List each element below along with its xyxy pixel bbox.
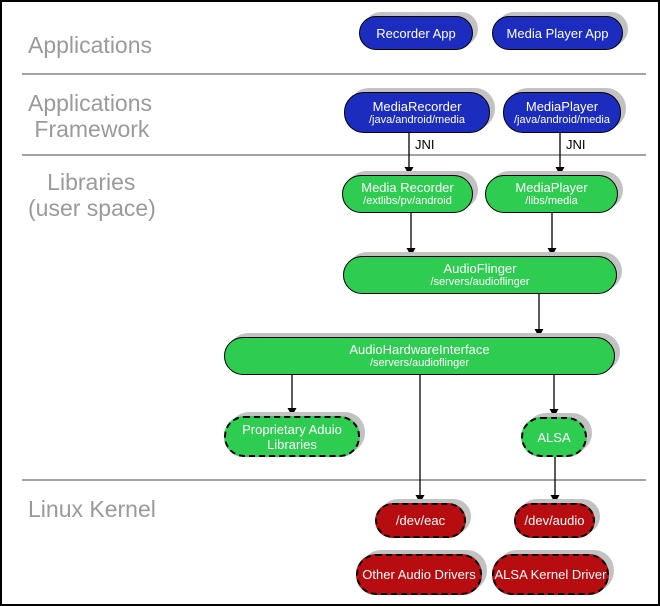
jni-label-right: JNI xyxy=(566,137,586,152)
node-title: /dev/eac xyxy=(395,513,446,528)
edge-audioflinger-to-audiohardwareinterface xyxy=(534,294,544,337)
node-path: /servers/audioflinger xyxy=(430,276,530,288)
node-other-audio-drivers: Other Audio Drivers xyxy=(356,554,482,595)
separator-framework-libraries xyxy=(22,154,646,156)
node-title: MediaRecorder xyxy=(372,98,462,114)
node-title: Other Audio Drivers xyxy=(362,567,476,582)
node-audioflinger: AudioFlinger /servers/audioflinger xyxy=(343,256,617,294)
layer-label-libraries-user-space: Libraries (user space) xyxy=(28,169,156,221)
node-mediaplayer-lib: MediaPlayer /libs/media xyxy=(485,175,618,213)
node-title: Media Recorder xyxy=(361,180,454,195)
jni-label-left: JNI xyxy=(415,137,435,152)
node-title: AudioFlinger xyxy=(443,261,517,276)
node-alsa-kernel-driver: ALSA Kernel Driver xyxy=(492,554,609,595)
layer-label-applications: Applications xyxy=(28,32,153,58)
node-dev-audio: /dev/audio xyxy=(514,503,595,538)
node-path: /libs/media xyxy=(525,195,578,207)
node-title: MediaPlayer xyxy=(525,98,599,114)
node-title: /dev/audio xyxy=(524,513,585,528)
node-audiohardwareinterface: AudioHardwareInterface /servers/audiofli… xyxy=(224,337,615,375)
separator-applications-framework xyxy=(22,73,646,75)
node-title: Recorder App xyxy=(376,25,456,41)
node-media-player-app: Media Player App xyxy=(492,16,623,50)
edge-ahi-to-alsa xyxy=(549,375,559,417)
node-mediaplayer-framework: MediaPlayer /java/android/media xyxy=(503,92,621,133)
node-title: Media Player App xyxy=(506,25,609,41)
node-title: ALSA Kernel Driver xyxy=(494,567,607,582)
node-recorder-app: Recorder App xyxy=(359,16,473,50)
layer-label-applications-framework: Applications Framework xyxy=(28,90,153,142)
node-title: Proprietary Aduio Libraries xyxy=(242,421,342,452)
node-proprietary-audio-libraries: Proprietary Aduio Libraries xyxy=(224,416,360,457)
edge-mediarecorder-to-audioflinger xyxy=(406,213,416,256)
node-dev-eac: /dev/eac xyxy=(375,503,466,538)
node-path: /servers/audioflinger xyxy=(369,357,470,369)
node-path: /java/android/media xyxy=(513,113,610,126)
node-alsa: ALSA xyxy=(521,417,587,457)
node-media-recorder-lib: Media Recorder /extlibs/pv/android xyxy=(342,175,473,213)
node-title: AudioHardwareInterface xyxy=(349,342,490,357)
edge-ahi-to-proprietary-libs xyxy=(287,375,297,416)
edge-ahi-to-dev-eac xyxy=(415,375,425,503)
node-title: ALSA xyxy=(537,429,571,445)
node-path: /extlibs/pv/android xyxy=(363,195,452,207)
node-title: MediaPlayer xyxy=(515,180,588,195)
layer-label-linux-kernel: Linux Kernel xyxy=(28,496,156,522)
node-path: /java/android/media xyxy=(368,113,465,126)
edge-mediaplayer-to-audioflinger xyxy=(547,213,557,256)
node-mediarecorder-framework: MediaRecorder /java/android/media xyxy=(344,92,490,133)
separator-libraries-kernel xyxy=(22,479,646,481)
